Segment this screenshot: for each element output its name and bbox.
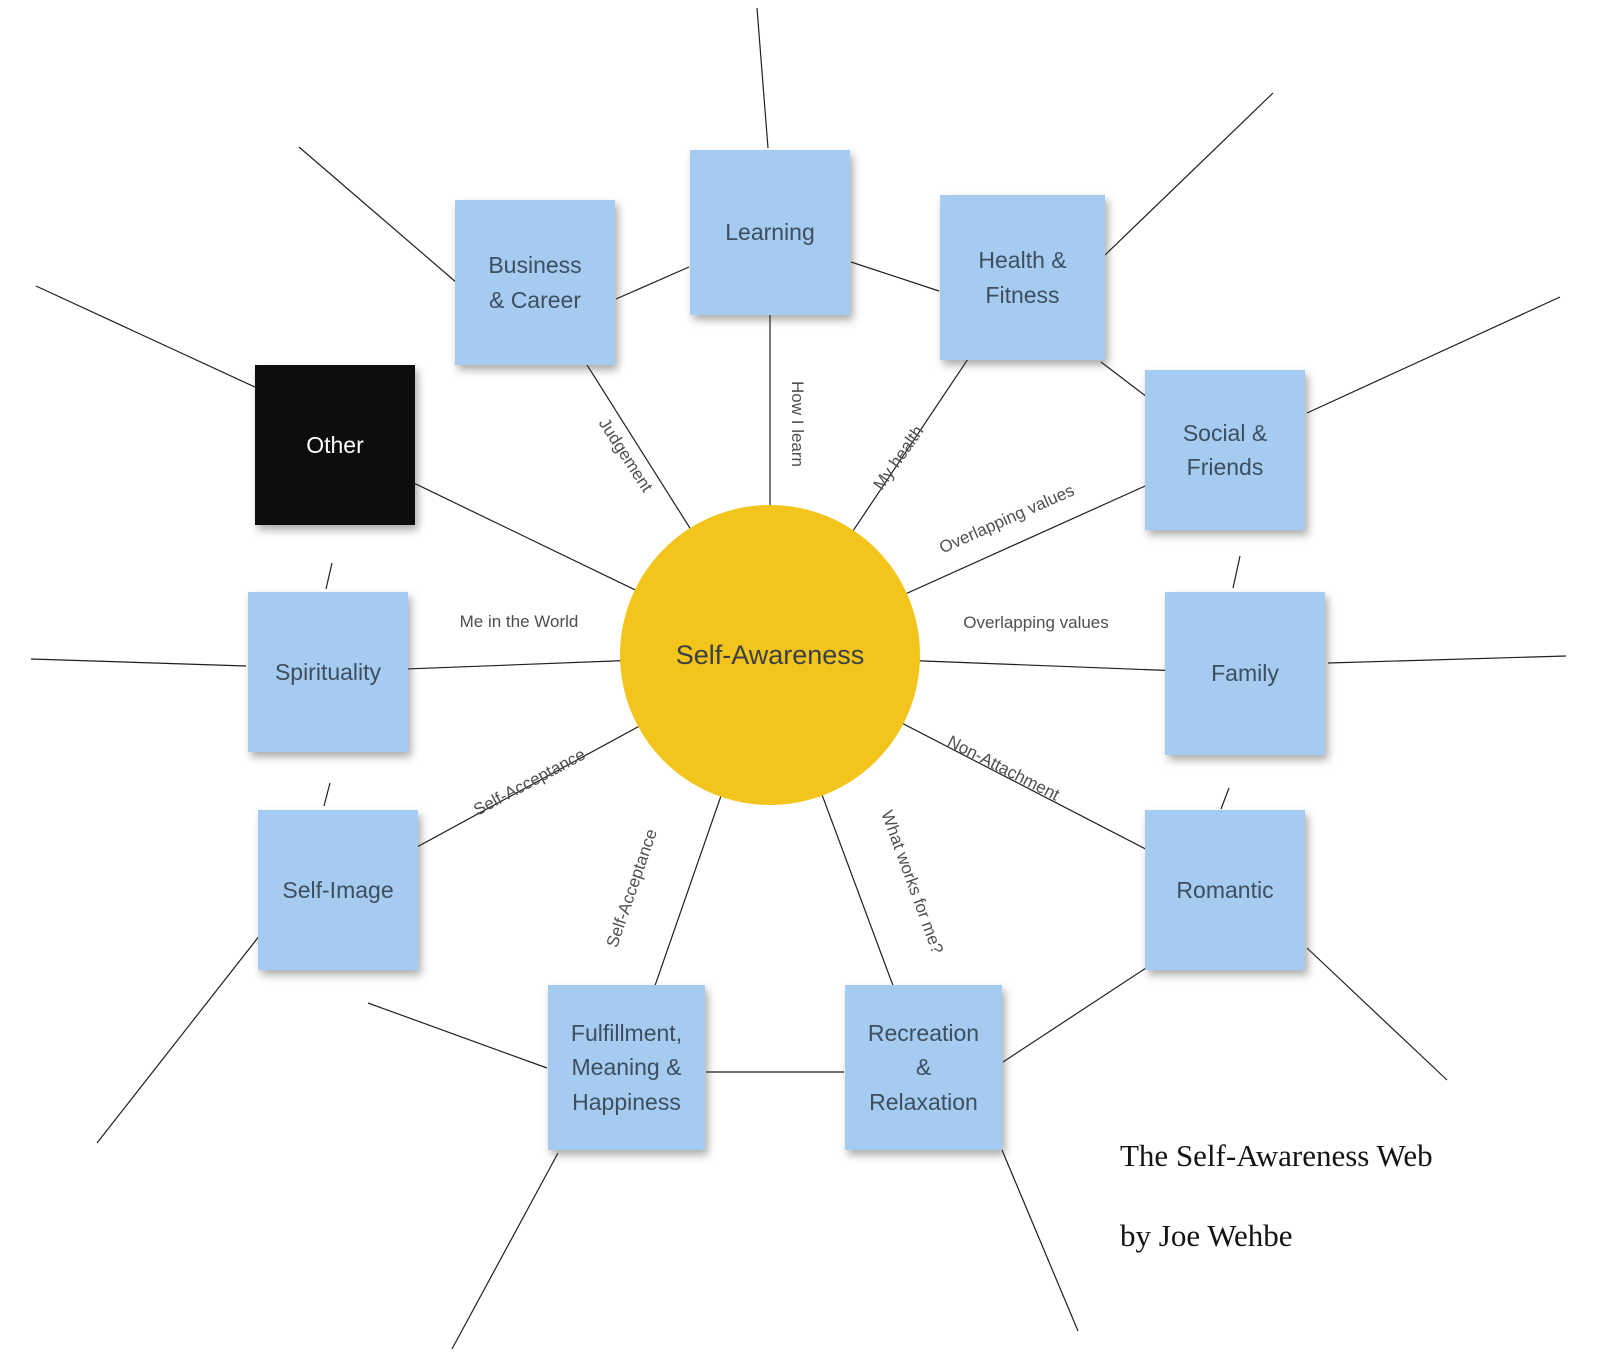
ray-line xyxy=(30,658,247,667)
sticky-note-social[interactable]: Social & Friends xyxy=(1145,370,1305,530)
spoke-label-romantic: Non-Attachment xyxy=(944,732,1062,805)
diagram-title: The Self-Awareness Web by Joe Wehbe xyxy=(1120,1138,1433,1254)
spoke-label-social: Overlapping values xyxy=(936,481,1077,558)
sticky-note-label: Other xyxy=(306,431,364,458)
spoke-label-family: Overlapping values xyxy=(963,613,1109,632)
ray-line xyxy=(1306,947,1448,1081)
center-node-label: Self-Awareness xyxy=(675,639,865,670)
spoke-label-self_image: Self-Acceptance xyxy=(470,745,588,820)
connector-line xyxy=(615,266,690,300)
sticky-note-fulfillment[interactable]: Fulfillment, Meaning & Happiness xyxy=(548,985,705,1150)
sticky-note-label: Fulfillment, Meaning & Happiness xyxy=(570,1019,683,1115)
title-line-2: by Joe Wehbe xyxy=(1120,1218,1293,1253)
spoke-label-spirituality: Me in the World xyxy=(460,612,579,631)
sticky-note-family[interactable]: Family xyxy=(1165,592,1325,755)
sticky-note-business[interactable]: Business & Career xyxy=(455,200,615,365)
spoke-label-learning: How I learn xyxy=(788,381,807,467)
sticky-note-romantic[interactable]: Romantic xyxy=(1145,810,1305,970)
ray-line xyxy=(1327,655,1567,664)
spoke-label-health: My health xyxy=(870,422,928,493)
sticky-note-label: Learning xyxy=(725,219,815,246)
ray-line xyxy=(1001,1149,1079,1332)
title-line-1: The Self-Awareness Web xyxy=(1120,1138,1433,1173)
ray-line xyxy=(1306,296,1561,414)
ray-line xyxy=(96,934,261,1144)
spoke-label-recreation: What works for me? xyxy=(877,808,947,957)
sticky-note-self_image[interactable]: Self-Image xyxy=(258,810,418,970)
connector-line xyxy=(1232,555,1241,589)
sticky-note-label: Family xyxy=(1211,660,1279,687)
sticky-note-learning[interactable]: Learning xyxy=(690,150,850,315)
spoke-label-fulfillment: Self-Acceptance xyxy=(603,827,661,950)
ray-line xyxy=(35,285,258,389)
ray-line xyxy=(1104,92,1274,256)
sticky-note-spirituality[interactable]: Spirituality xyxy=(248,592,408,752)
sticky-note-label: Recreation & Relaxation xyxy=(867,1019,980,1115)
sticky-note-label: Spirituality xyxy=(274,658,382,685)
sticky-note-other[interactable]: Other xyxy=(255,365,415,525)
connector-line xyxy=(323,782,331,807)
sticky-note-label: Social & Friends xyxy=(1182,419,1268,481)
center-node[interactable]: Self-Awareness xyxy=(620,505,920,805)
ray-line xyxy=(451,1152,559,1350)
sticky-note-label: Romantic xyxy=(1176,876,1274,903)
sticky-note-recreation[interactable]: Recreation & Relaxation xyxy=(845,985,1002,1150)
connector-line xyxy=(325,562,333,590)
connector-line xyxy=(1002,967,1147,1063)
connector-line xyxy=(850,261,940,292)
sticky-note-health[interactable]: Health & Fitness xyxy=(940,195,1105,360)
ray-line xyxy=(298,146,458,284)
sticky-note-label: Health & Fitness xyxy=(978,247,1067,308)
connector-line xyxy=(1100,361,1148,398)
sticky-note-label: Self-Image xyxy=(282,876,394,903)
connector-line xyxy=(1220,787,1230,810)
sticky-note-label: Business & Career xyxy=(488,252,582,313)
connector-line xyxy=(367,1002,548,1069)
ray-line xyxy=(756,7,769,149)
